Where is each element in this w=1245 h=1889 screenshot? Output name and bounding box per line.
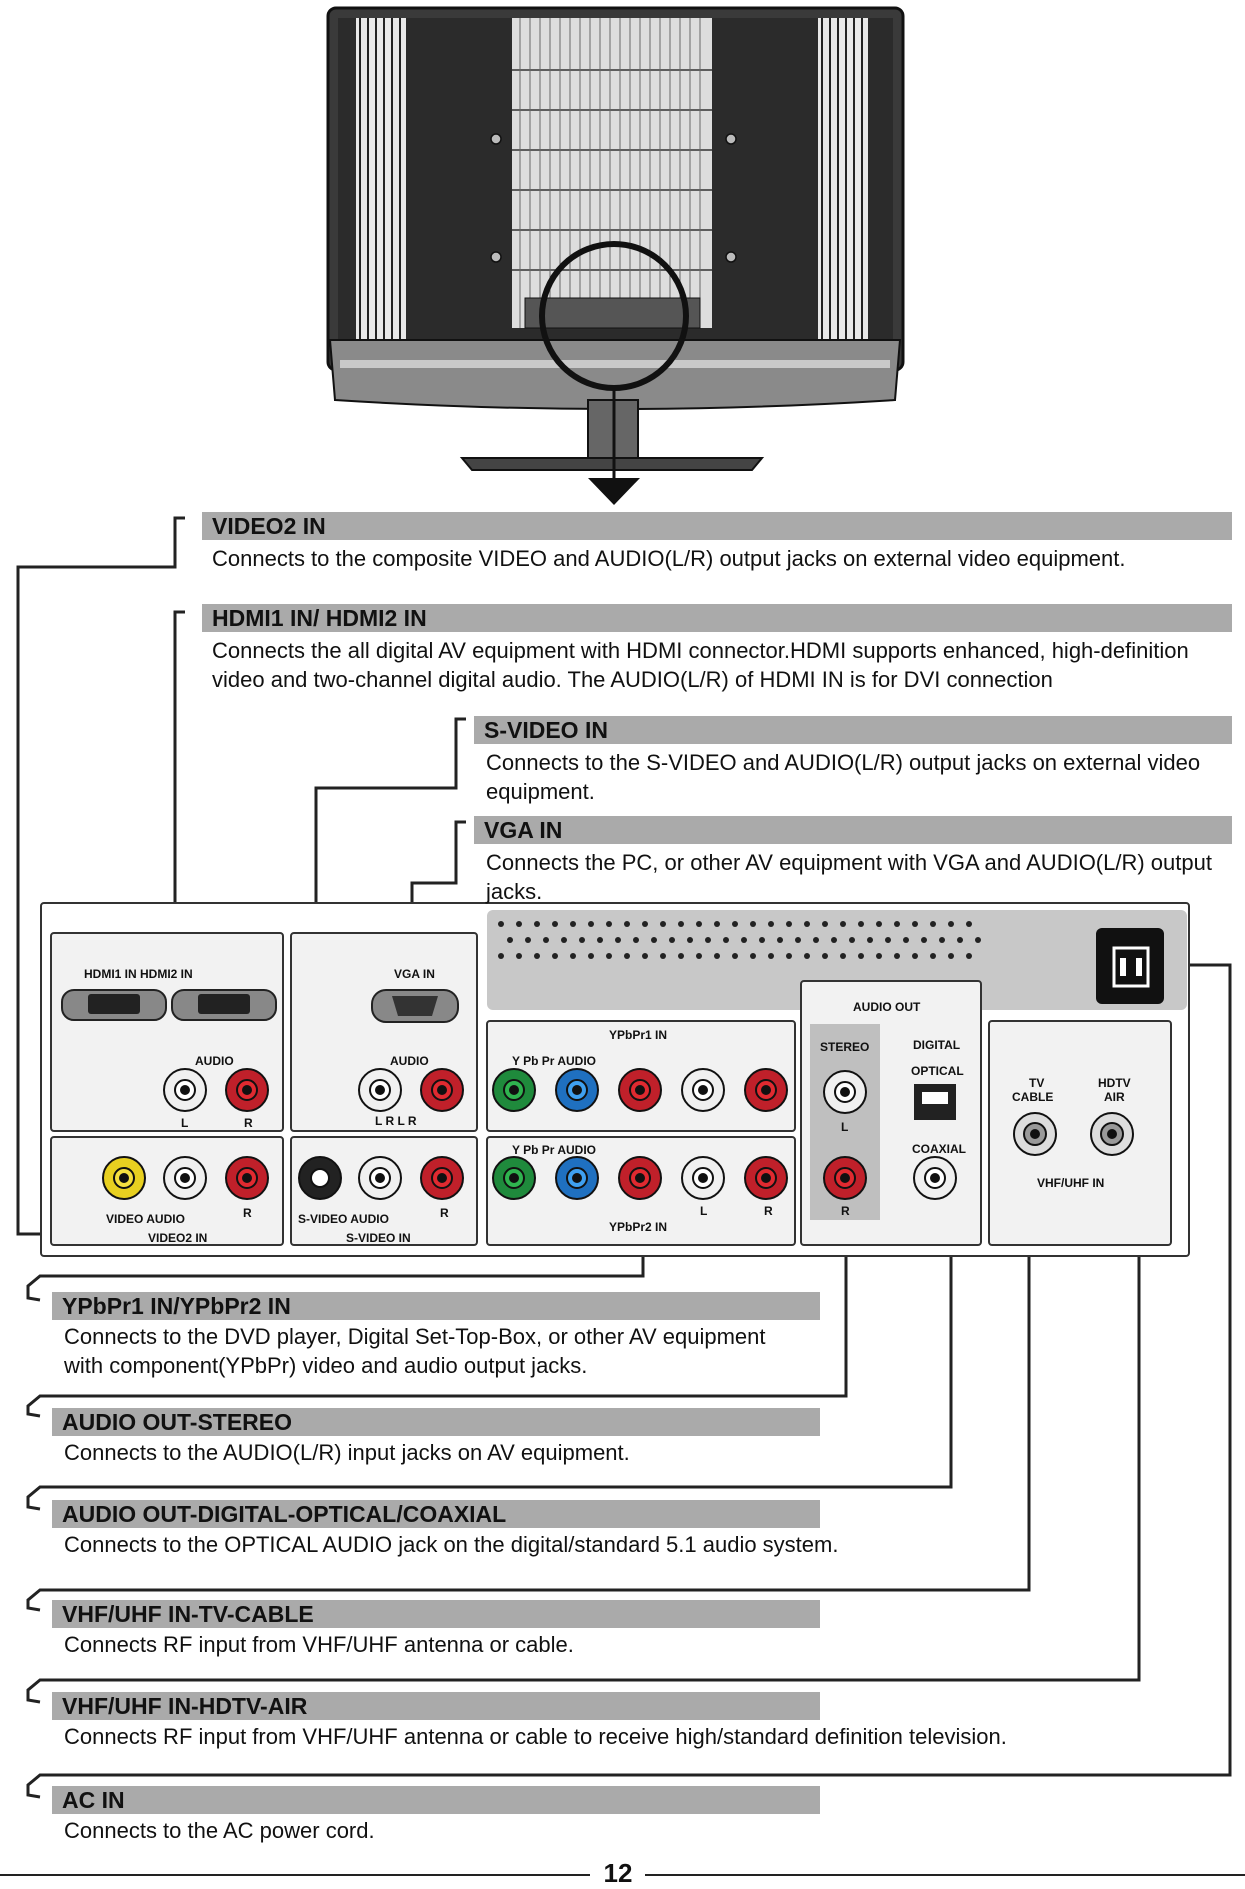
vga-port [371, 989, 459, 1023]
section-ypbpr-desc: Connects to the DVD player, Digital Set-… [64, 1324, 766, 1378]
digital-connector-line [26, 1208, 953, 1511]
label-ypbpr2-l: L [700, 1204, 708, 1218]
label-stereo-r: R [841, 1204, 850, 1218]
section-acin-desc: Connects to the AC power cord. [64, 1818, 375, 1843]
section-tvcable-title: VHF/UHF IN-TV-CABLE [52, 1600, 820, 1628]
label-hdmi-l: L [181, 1116, 189, 1130]
optical-port [914, 1084, 956, 1120]
section-acin-title: AC IN [52, 1786, 820, 1814]
section-hdmi-desc: Connects the all digital AV equipment wi… [212, 638, 1189, 692]
label-ypbpr2-r: R [764, 1204, 773, 1218]
label-svideo-audio: S-VIDEO AUDIO [298, 1212, 389, 1226]
ac-inlet [1096, 928, 1164, 1004]
label-vhf-uhf-in: VHF/UHF IN [1037, 1176, 1105, 1190]
label-tv: TV [1029, 1076, 1045, 1090]
label-digital: DIGITAL [913, 1038, 961, 1052]
ypbpr-connector-line [26, 1237, 645, 1302]
page-number: 12 [603, 1858, 633, 1888]
section-vga-desc: Connects the PC, or other AV equipment w… [486, 850, 1212, 904]
label-stereo-l: L [841, 1120, 849, 1134]
section-svideo-desc: Connects to the S-VIDEO and AUDIO(L/R) o… [486, 750, 1201, 804]
section-video2-desc: Connects to the composite VIDEO and AUDI… [212, 546, 1126, 571]
hdmi2-port [171, 989, 277, 1021]
label-vga-in: VGA IN [394, 967, 435, 981]
section-svideo-title: S-VIDEO IN [474, 716, 1232, 744]
label-hdmi-r: R [244, 1116, 253, 1130]
label-audio-out: AUDIO OUT [853, 1000, 921, 1014]
label-ypbpr2-in: YPbPr2 IN [609, 1220, 668, 1234]
vent-holes [498, 921, 981, 959]
section-stereo-title: AUDIO OUT-STEREO [52, 1408, 820, 1436]
label-svideo-r: R [440, 1206, 449, 1220]
label-ypbpr1-in: YPbPr1 IN [609, 1028, 668, 1042]
section-ypbpr-title: YPbPr1 IN/YPbPr2 IN [52, 1292, 820, 1320]
section-tvcable-desc: Connects RF input from VHF/UHF antenna o… [64, 1632, 574, 1657]
hdmi1-port [61, 989, 167, 1021]
section-vga-title: VGA IN [474, 816, 1232, 844]
section-video2-title: VIDEO2 IN [202, 512, 1232, 540]
label-hdmi-audio: AUDIO [195, 1054, 234, 1068]
label-hdmi: HDMI1 IN HDMI2 IN [84, 967, 193, 981]
section-digital-title: AUDIO OUT-DIGITAL-OPTICAL/COAXIAL [52, 1500, 820, 1528]
section-digital-desc: Connects to the OPTICAL AUDIO jack on th… [64, 1532, 839, 1557]
tvcable-connector-line [26, 1165, 1031, 1612]
label-hdtv: HDTV [1098, 1076, 1131, 1090]
label-ypbpr2-audio: Y Pb Pr AUDIO [512, 1143, 597, 1157]
stereo-connector-line [26, 1210, 848, 1418]
label-cable: CABLE [1012, 1090, 1054, 1104]
label-ypbpr1-audio: Y Pb Pr AUDIO [512, 1054, 597, 1068]
label-air: AIR [1104, 1090, 1125, 1104]
label-optical: OPTICAL [911, 1064, 964, 1078]
label-vga-audio: AUDIO [390, 1054, 429, 1068]
section-hdtvair-title: VHF/UHF IN-HDTV-AIR [52, 1692, 820, 1720]
acin-connector-line [26, 963, 1232, 1799]
hdtvair-connector-line [26, 1165, 1141, 1704]
section-stereo-desc: Connects to the AUDIO(L/R) input jacks o… [64, 1440, 630, 1465]
hdmi-connector-line [173, 610, 185, 964]
video2-connector-line [16, 516, 185, 1236]
label-svideo-in: S-VIDEO IN [346, 1231, 411, 1245]
label-coaxial: COAXIAL [912, 1142, 966, 1156]
label-video2-r: R [243, 1206, 252, 1220]
tv-rear-illustration [326, 6, 905, 505]
footer-rule-right [645, 1874, 1245, 1876]
section-hdmi-title: HDMI1 IN/ HDMI2 IN [202, 604, 1232, 632]
footer-rule-left [0, 1874, 590, 1876]
video2-subpanel [50, 1136, 284, 1246]
section-hdtvair-desc: Connects RF input from VHF/UHF antenna o… [64, 1724, 1007, 1749]
label-lrlr: L R L R [375, 1114, 417, 1128]
label-stereo: STEREO [820, 1040, 870, 1054]
label-video-audio: VIDEO AUDIO [106, 1212, 185, 1226]
label-video2-in: VIDEO2 IN [148, 1231, 208, 1245]
